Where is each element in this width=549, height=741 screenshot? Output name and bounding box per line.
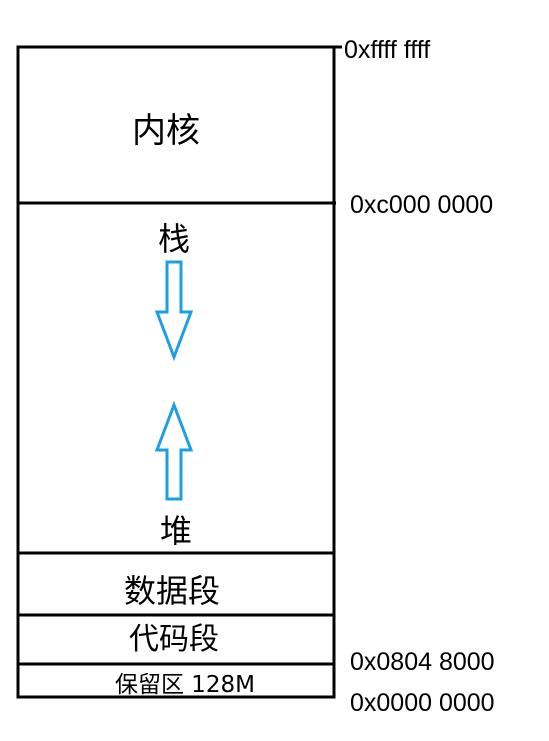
segment-code-label: 代码段 — [129, 622, 219, 657]
segment-heap-label: 堆 — [160, 512, 192, 550]
up-arrow-icon — [154, 400, 194, 501]
segment-kernel-label: 内核 — [132, 111, 200, 151]
address-code-start-label: 0x0804 8000 — [350, 648, 495, 676]
address-bottom-label: 0x0000 0000 — [350, 689, 495, 717]
address-top-label: 0xffff ffff — [344, 36, 430, 64]
address-kernel-base-label: 0xc000 0000 — [350, 191, 493, 219]
segment-reserved-label: 保留区 128M — [115, 672, 255, 698]
down-arrow-icon — [154, 260, 194, 362]
segment-data-label: 数据段 — [124, 572, 220, 610]
memory-block-outline — [16, 45, 336, 699]
segment-stack-label: 栈 — [158, 220, 190, 258]
